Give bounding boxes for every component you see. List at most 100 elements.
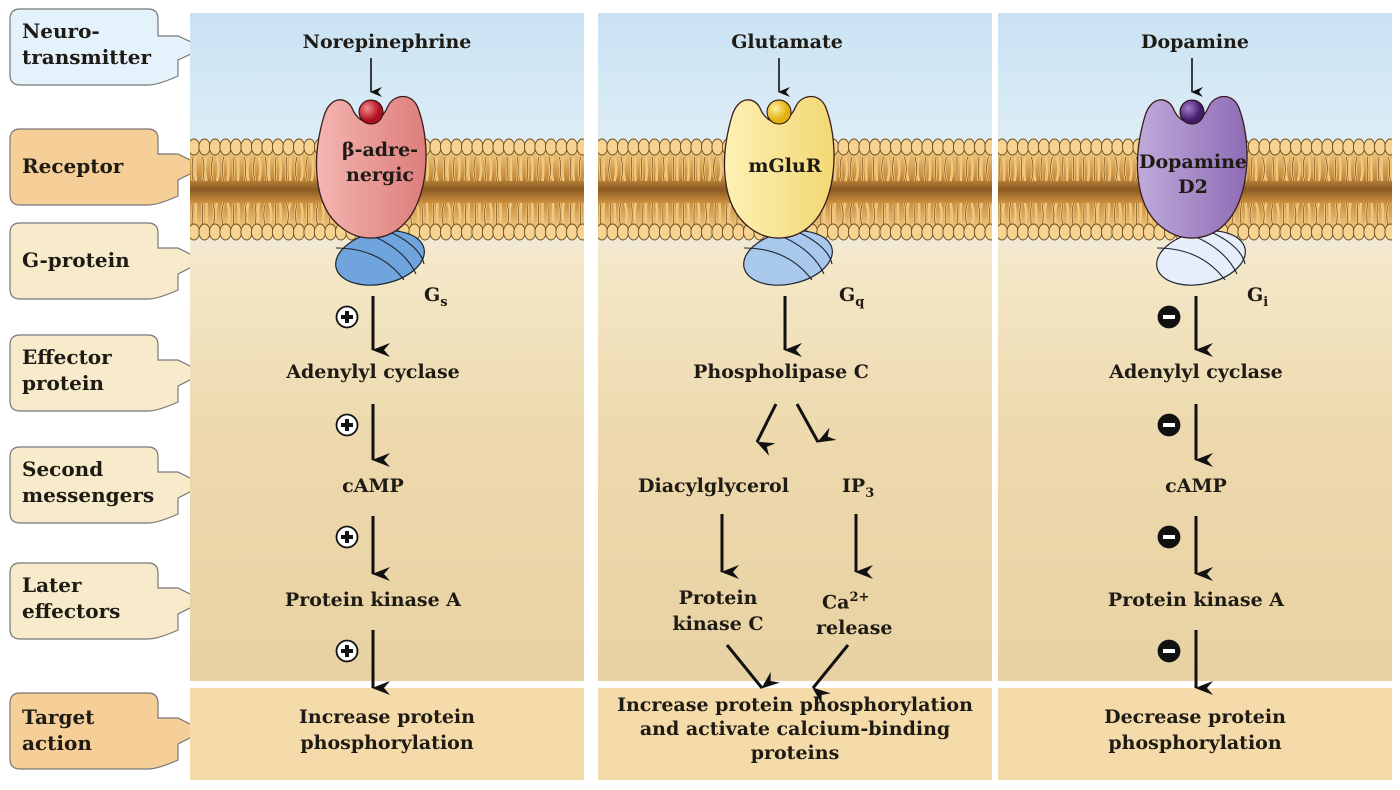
lipid-head (355, 223, 369, 241)
lipid-head (648, 223, 661, 241)
lipid-head (1069, 223, 1082, 241)
receptor-line: Dopamine (1139, 151, 1247, 173)
later-effector-label: Protein kinase A (284, 589, 462, 611)
lipid-head (952, 223, 966, 241)
lipid-tail-outline (1283, 156, 1286, 182)
lipid-head (1289, 138, 1303, 156)
label-callout (9, 562, 206, 640)
lipid-tail-outline (244, 156, 246, 182)
later-effector-label-calcium: Ca2+ release (808, 585, 908, 641)
lipid-head (669, 138, 682, 156)
lipid-head (1100, 138, 1114, 156)
lipid-tail-outline (1325, 156, 1328, 182)
lipid-head (952, 138, 966, 156)
lipid-head (900, 138, 913, 156)
label-box-shape (9, 446, 206, 524)
row-label-g-protein: G-protein (6, 222, 206, 300)
lipid-head (847, 223, 861, 241)
neurotransmitter-label: Norepinephrine (302, 31, 472, 53)
lipid-head (576, 138, 584, 156)
lipid-head (816, 223, 829, 241)
receptor-line: β-adre- (341, 139, 419, 161)
lipid-head (523, 138, 537, 156)
lipid-head (1037, 138, 1051, 156)
row-label-neurotransmitter: Neuro-transmitter (6, 8, 206, 86)
lipid-head (565, 138, 579, 156)
lipid-head (879, 223, 892, 241)
label-callout (9, 446, 206, 524)
lipid-tail-outline (559, 156, 562, 182)
lipid-head (868, 223, 882, 241)
lipid-head (250, 223, 264, 241)
lipid-head (616, 223, 630, 241)
lipid-head (240, 138, 253, 156)
lipid-head (1321, 138, 1334, 156)
lipid-head (1331, 223, 1345, 241)
lipid-head (1363, 138, 1376, 156)
lipid-head (387, 223, 400, 241)
lipid-head (658, 223, 672, 241)
lipid-tail-outline (1103, 156, 1106, 182)
second-messenger-label-ip3: IP3 (842, 473, 874, 507)
lipid-head (1205, 223, 1219, 241)
lipid-head (450, 138, 463, 156)
lipid-head (555, 138, 568, 156)
lipid-head (1121, 223, 1135, 241)
lipid-tail-outline (443, 156, 445, 182)
lipid-head (931, 138, 945, 156)
second-messenger-label-dag: Diacylglycerol (638, 475, 789, 497)
lipid-tail-outline (839, 156, 842, 182)
lipid-head (1373, 223, 1387, 241)
pathway-column-dopamine (998, 13, 1392, 681)
lipid-head (858, 138, 871, 156)
effector-label: Phospholipase C (693, 361, 869, 383)
lipid-head (1037, 223, 1051, 241)
lipid-head (598, 138, 609, 156)
lipid-head (282, 138, 295, 156)
lipid-head (513, 223, 526, 241)
lipid-tail-outline (872, 156, 874, 182)
effector-label: Adenylyl cyclase (1109, 361, 1283, 383)
lipid-head (1016, 138, 1030, 156)
lipid-head (1069, 138, 1082, 156)
lipid-tail-outline (1355, 156, 1358, 182)
lipid-tail-outline (253, 156, 256, 182)
lipid-head (942, 223, 955, 241)
lipid-head (984, 223, 992, 241)
lipid-head (1237, 223, 1250, 241)
lipid-head (879, 138, 892, 156)
label-line: messengers (22, 483, 155, 507)
lipid-head (1090, 223, 1103, 241)
lipid-head (1352, 138, 1366, 156)
lipid-tail-outline (191, 156, 194, 182)
lipid-head (1195, 223, 1208, 241)
neurotransmitter-label: Dopamine (1141, 31, 1249, 53)
lipid-head (261, 223, 274, 241)
lipid-head (1279, 138, 1292, 156)
lipid-head (963, 223, 976, 241)
lipid-head (324, 223, 337, 241)
lipid-head (637, 138, 651, 156)
label-box-shape (9, 692, 206, 770)
lipid-head (669, 223, 682, 241)
lipid-head (1321, 223, 1334, 241)
lipid-tail-outline (966, 156, 968, 182)
lipid-head (1268, 138, 1282, 156)
g-protein-subunit: i (1263, 294, 1269, 310)
lipid-tail-outline (569, 156, 572, 182)
lipid-head (555, 223, 568, 241)
lipid-head (439, 223, 453, 241)
lipid-tail-outline (1377, 156, 1379, 182)
lipid-head (998, 138, 1009, 156)
lipid-head (1258, 223, 1271, 241)
lipid-tail-outline (295, 156, 298, 182)
lipid-head (565, 223, 579, 241)
lipid-tail-outline (211, 156, 214, 182)
label-line: Later (22, 573, 82, 597)
lipid-tail-outline (1050, 156, 1053, 182)
lipid-tail-outline (275, 156, 277, 182)
lipid-tail-outline (464, 156, 467, 182)
lipid-head (1111, 223, 1124, 241)
lipid-head (1352, 223, 1366, 241)
